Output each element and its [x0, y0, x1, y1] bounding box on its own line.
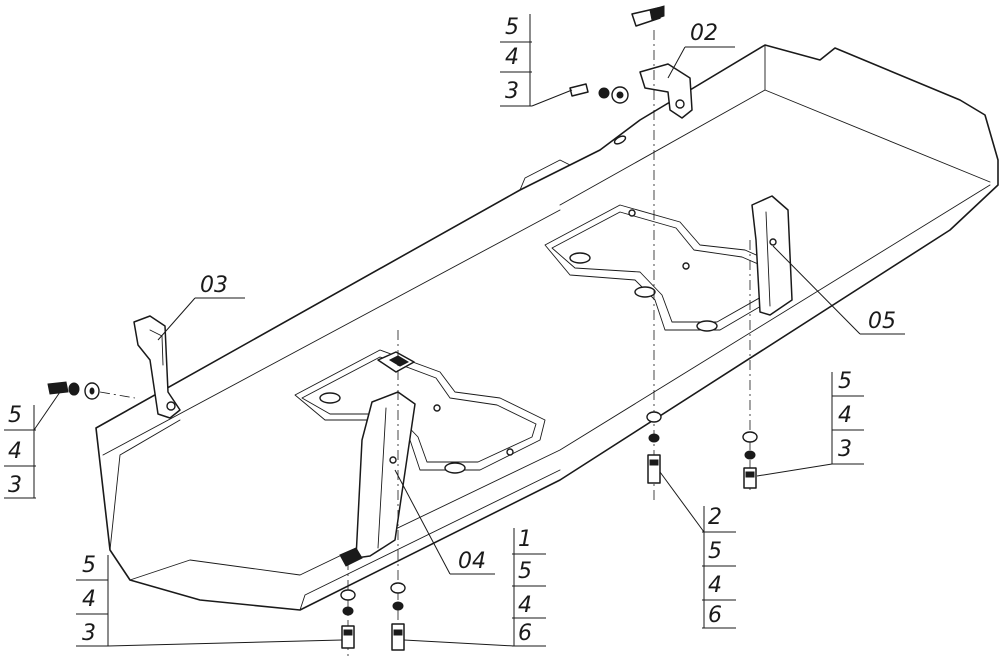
callout-item: 3 — [505, 79, 519, 104]
callout-item: 3 — [838, 437, 852, 462]
fastener-05 — [742, 431, 758, 489]
fastener-centre — [646, 411, 662, 484]
fastener-04-right — [390, 582, 406, 651]
callout-item: 4 — [8, 439, 22, 464]
callout-item: 5 — [708, 539, 722, 564]
callout-item: 3 — [82, 621, 96, 646]
guard-plate — [95, 44, 999, 611]
callout-03: 03 — [157, 273, 245, 341]
callout-item: 5 — [518, 559, 532, 584]
bracket-04 — [339, 391, 416, 567]
callout-stack-top: 5 4 3 — [500, 14, 573, 107]
callout-item: 5 — [82, 553, 96, 578]
callout-item: 6 — [708, 603, 722, 628]
callout-item: 5 — [505, 15, 519, 40]
clip-left — [377, 351, 415, 373]
callout-stack-bottom: 1 5 4 6 — [403, 527, 546, 647]
callout-05: 05 — [772, 245, 905, 335]
fastener-02 — [569, 83, 629, 104]
callout-item: 4 — [708, 573, 722, 598]
callout-04: 04 — [394, 469, 495, 575]
part-label-04: 04 — [458, 549, 486, 574]
callout-item: 4 — [838, 403, 852, 428]
callout-item: 2 — [708, 505, 722, 530]
part-label-05: 05 — [868, 309, 896, 334]
callout-item: 4 — [518, 593, 532, 618]
callout-02: 02 — [667, 21, 735, 79]
callout-item: 5 — [8, 403, 22, 428]
callout-item: 1 — [518, 527, 532, 552]
callout-item: 4 — [82, 587, 96, 612]
emboss-pocket-left — [294, 349, 546, 474]
part-label-03: 03 — [200, 273, 228, 298]
bracket-02 — [631, 5, 693, 119]
callout-item: 5 — [838, 369, 852, 394]
callout-stack-left: 5 4 3 — [4, 391, 61, 499]
fastener-04-left — [340, 589, 356, 649]
bracket-05 — [751, 195, 793, 316]
callout-stack-bottom-left: 5 4 3 — [76, 553, 343, 647]
part-label-02: 02 — [690, 21, 718, 46]
callout-item: 4 — [505, 45, 519, 70]
callout-item: 6 — [518, 621, 532, 646]
emboss-pocket-right — [544, 204, 791, 332]
callout-stack-centre: 2 5 4 6 — [659, 471, 736, 629]
callout-stack-right: 5 4 3 — [756, 369, 864, 477]
callout-item: 3 — [8, 473, 22, 498]
fastener-left — [47, 381, 136, 400]
